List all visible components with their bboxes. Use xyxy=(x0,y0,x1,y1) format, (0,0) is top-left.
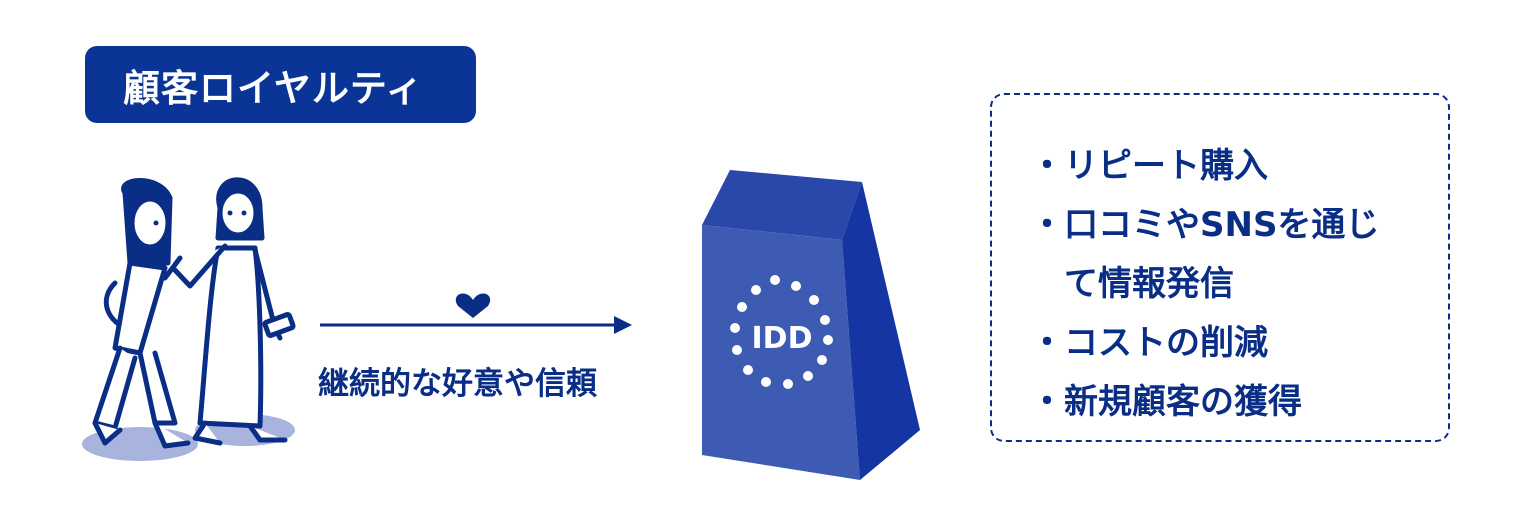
list-item: ・リピート購入 xyxy=(1030,137,1379,196)
list-item-continued: て情報発信 xyxy=(1064,264,1234,304)
arrow-right-icon xyxy=(614,316,632,334)
people-illustration xyxy=(82,177,296,461)
bullet: ・ xyxy=(1030,146,1064,186)
bag-logo-text: IDD xyxy=(752,321,813,356)
list-item: ・口コミやSNSを通じ xyxy=(1030,196,1379,255)
heart-icon xyxy=(455,293,491,318)
bullet: ・ xyxy=(1030,323,1064,363)
shopping-bag-icon: IDD xyxy=(702,170,920,480)
benefit-box: ・リピート購入 ・口コミやSNSを通じ て情報発信 ・コストの削減 ・新規顧客の… xyxy=(990,93,1450,442)
list-item: ・新規顧客の獲得 xyxy=(1030,373,1379,432)
list-item: ・コストの削減 xyxy=(1030,314,1379,373)
bullet: ・ xyxy=(1030,205,1064,245)
bullet: ・ xyxy=(1030,382,1064,422)
flow-label: 継続的な好意や信頼 xyxy=(318,366,597,402)
title-badge: 顧客ロイヤルティ xyxy=(85,46,476,123)
flow-arrow xyxy=(320,293,632,334)
benefit-list: ・リピート購入 ・口コミやSNSを通じ て情報発信 ・コストの削減 ・新規顧客の… xyxy=(1030,137,1379,432)
title-text: 顧客ロイヤルティ xyxy=(123,66,424,110)
bag-logo xyxy=(730,275,833,389)
